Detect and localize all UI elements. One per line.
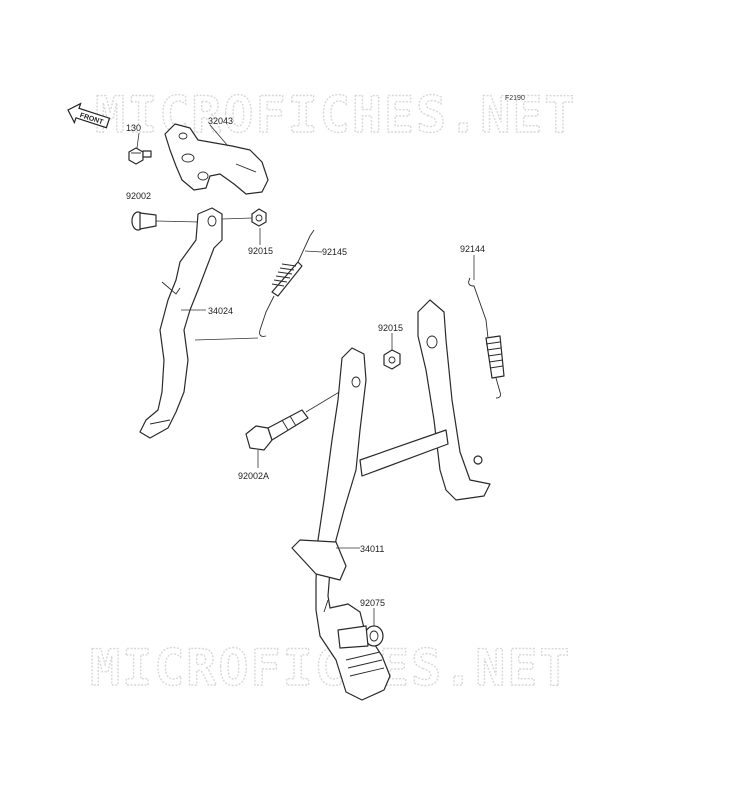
label-130: 130	[126, 123, 141, 133]
label-34024: 34024	[208, 306, 233, 316]
label-92015-mid: 92015	[378, 323, 403, 333]
label-92015-top: 92015	[248, 246, 273, 256]
label-92002A: 92002A	[238, 471, 269, 481]
bolt-130-icon	[128, 147, 152, 165]
figure-code: F2190	[505, 95, 525, 102]
spring-92145-icon	[259, 229, 315, 337]
label-92144: 92144	[460, 244, 485, 254]
spring-92144-icon	[468, 277, 505, 399]
label-92002: 92002	[126, 191, 151, 201]
side-stand-34024-icon	[139, 207, 223, 439]
nut-92015-mid-icon	[383, 349, 401, 370]
label-34011: 34011	[360, 544, 384, 554]
label-92075: 92075	[360, 598, 385, 608]
label-32043: 32043	[208, 116, 233, 126]
pin-92002-icon	[131, 211, 157, 231]
label-92145: 92145	[322, 247, 347, 257]
bracket-32043-icon	[164, 123, 269, 195]
rubber-92075-icon	[337, 625, 384, 649]
bolt-92002A-icon	[245, 409, 309, 451]
nut-92015-top-icon	[251, 208, 267, 227]
